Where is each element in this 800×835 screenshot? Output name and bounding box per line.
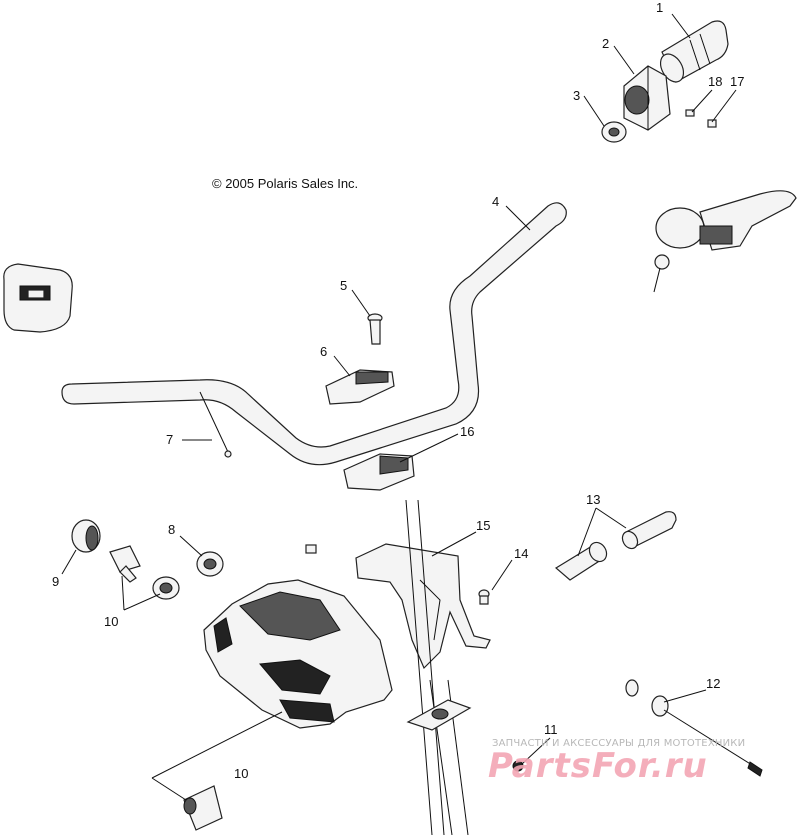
callout-18: 18 — [708, 74, 722, 89]
callout-15: 15 — [476, 518, 490, 533]
callout-6: 6 — [320, 344, 327, 359]
callout-13: 13 — [586, 492, 600, 507]
part-3-washer — [601, 121, 627, 143]
callout-10-lower: 10 — [234, 766, 248, 781]
callout-7: 7 — [166, 432, 173, 447]
callout-1: 1 — [656, 0, 663, 15]
part-2-housing — [623, 65, 671, 131]
callout-11: 11 — [544, 722, 558, 737]
part-15-bracket — [355, 543, 491, 670]
callout-16: 16 — [460, 424, 474, 439]
part-4-handlebar — [61, 202, 567, 466]
part-16-lower-clamp — [343, 453, 415, 491]
callout-3: 3 — [573, 88, 580, 103]
callout-12: 12 — [706, 676, 720, 691]
watermark-logo: PartsFor.ru — [488, 746, 708, 786]
callout-2: 2 — [602, 36, 609, 51]
part-13-grip-tube — [554, 511, 677, 581]
part-10-connector — [183, 785, 223, 831]
part-12-cable — [625, 679, 763, 777]
mount-plate — [406, 699, 524, 772]
callout-17: 17 — [730, 74, 744, 89]
watermark-subtitle: ЗАПЧАСТИ И АКСЕССУАРЫ ДЛЯ МОТОТЕХНИКИ — [492, 738, 746, 749]
copyright-notice: © 2005 Polaris Sales Inc. — [212, 176, 359, 191]
part-8-grommet — [196, 551, 224, 577]
callout-10-upper: 10 — [104, 614, 118, 629]
part-17-18-screws — [685, 109, 717, 128]
callout-5: 5 — [340, 278, 347, 293]
part-1-grip — [659, 20, 729, 83]
leader-lines — [61, 13, 737, 801]
part-14-bolt — [478, 589, 490, 605]
callout-4: 4 — [492, 194, 499, 209]
part-5-bolt — [367, 313, 383, 345]
brake-lever-assembly — [653, 190, 797, 293]
part-7-long-bolt — [199, 391, 232, 458]
callout-14: 14 — [514, 546, 528, 561]
callout-8: 8 — [168, 522, 175, 537]
switch-housing — [3, 263, 73, 333]
part-10-key-nut — [109, 545, 180, 600]
callout-numbers: 1 2 3 4 5 6 7 8 9 10 11 12 13 14 15 16 1… — [52, 0, 744, 781]
handlebar-pod — [203, 544, 393, 729]
part-6-upper-clamp — [325, 369, 395, 405]
part-9-cap — [71, 519, 101, 553]
callout-9: 9 — [52, 574, 59, 589]
